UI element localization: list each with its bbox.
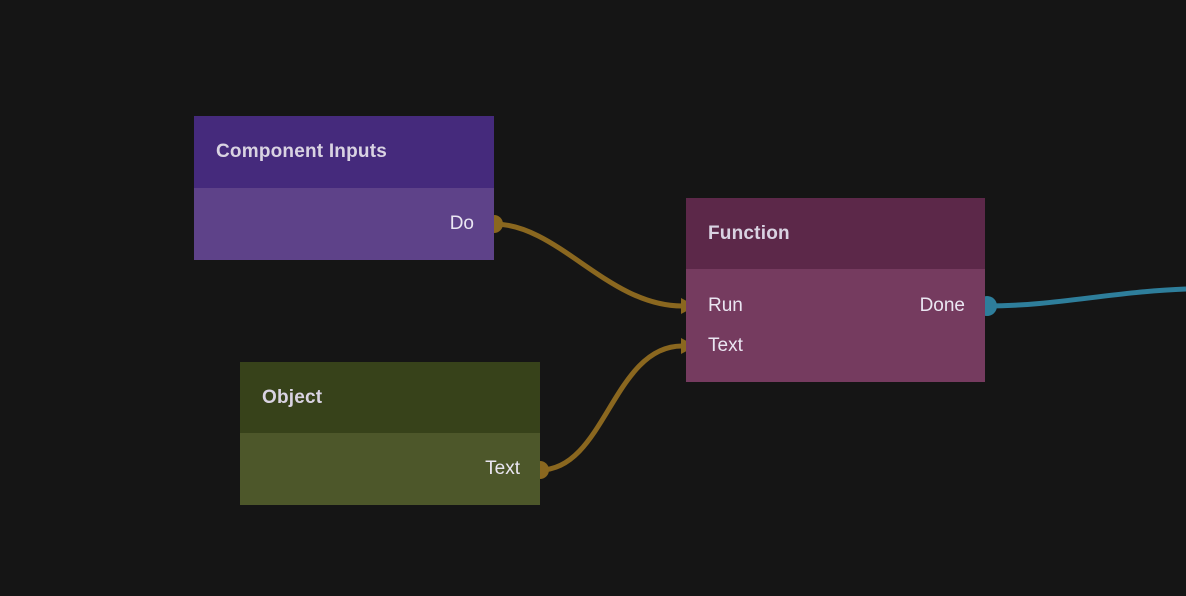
node-component-inputs-header[interactable]: Component Inputs	[194, 116, 494, 188]
wire-done-offscreen[interactable]	[986, 286, 1186, 309]
port-label-do: Do	[449, 213, 474, 234]
node-object[interactable]: Object Text	[240, 362, 540, 505]
node-title: Component Inputs	[216, 141, 388, 162]
port-label-text: Text	[485, 458, 520, 479]
node-function-body: Run Done Text	[686, 269, 985, 382]
input-row-text[interactable]: Text	[686, 326, 985, 366]
output-row-text[interactable]: Text	[240, 433, 540, 505]
output-row-do[interactable]: Do	[194, 188, 494, 260]
node-object-body: Text	[240, 433, 540, 505]
node-component-inputs-body: Do	[194, 188, 494, 260]
node-function[interactable]: Function Run Done Text	[686, 198, 985, 382]
port-label-done: Done	[919, 295, 965, 316]
wire-do-to-run[interactable]	[493, 221, 683, 309]
port-label-text: Text	[708, 335, 743, 356]
node-object-header[interactable]: Object	[240, 362, 540, 433]
io-row-run-done[interactable]: Run Done	[686, 286, 985, 326]
node-function-header[interactable]: Function	[686, 198, 985, 269]
port-label-run: Run	[708, 295, 743, 316]
node-title: Function	[708, 222, 790, 244]
wire-text-to-text[interactable]	[539, 343, 683, 473]
node-title: Object	[262, 386, 323, 408]
node-component-inputs[interactable]: Component Inputs Do	[194, 116, 494, 260]
